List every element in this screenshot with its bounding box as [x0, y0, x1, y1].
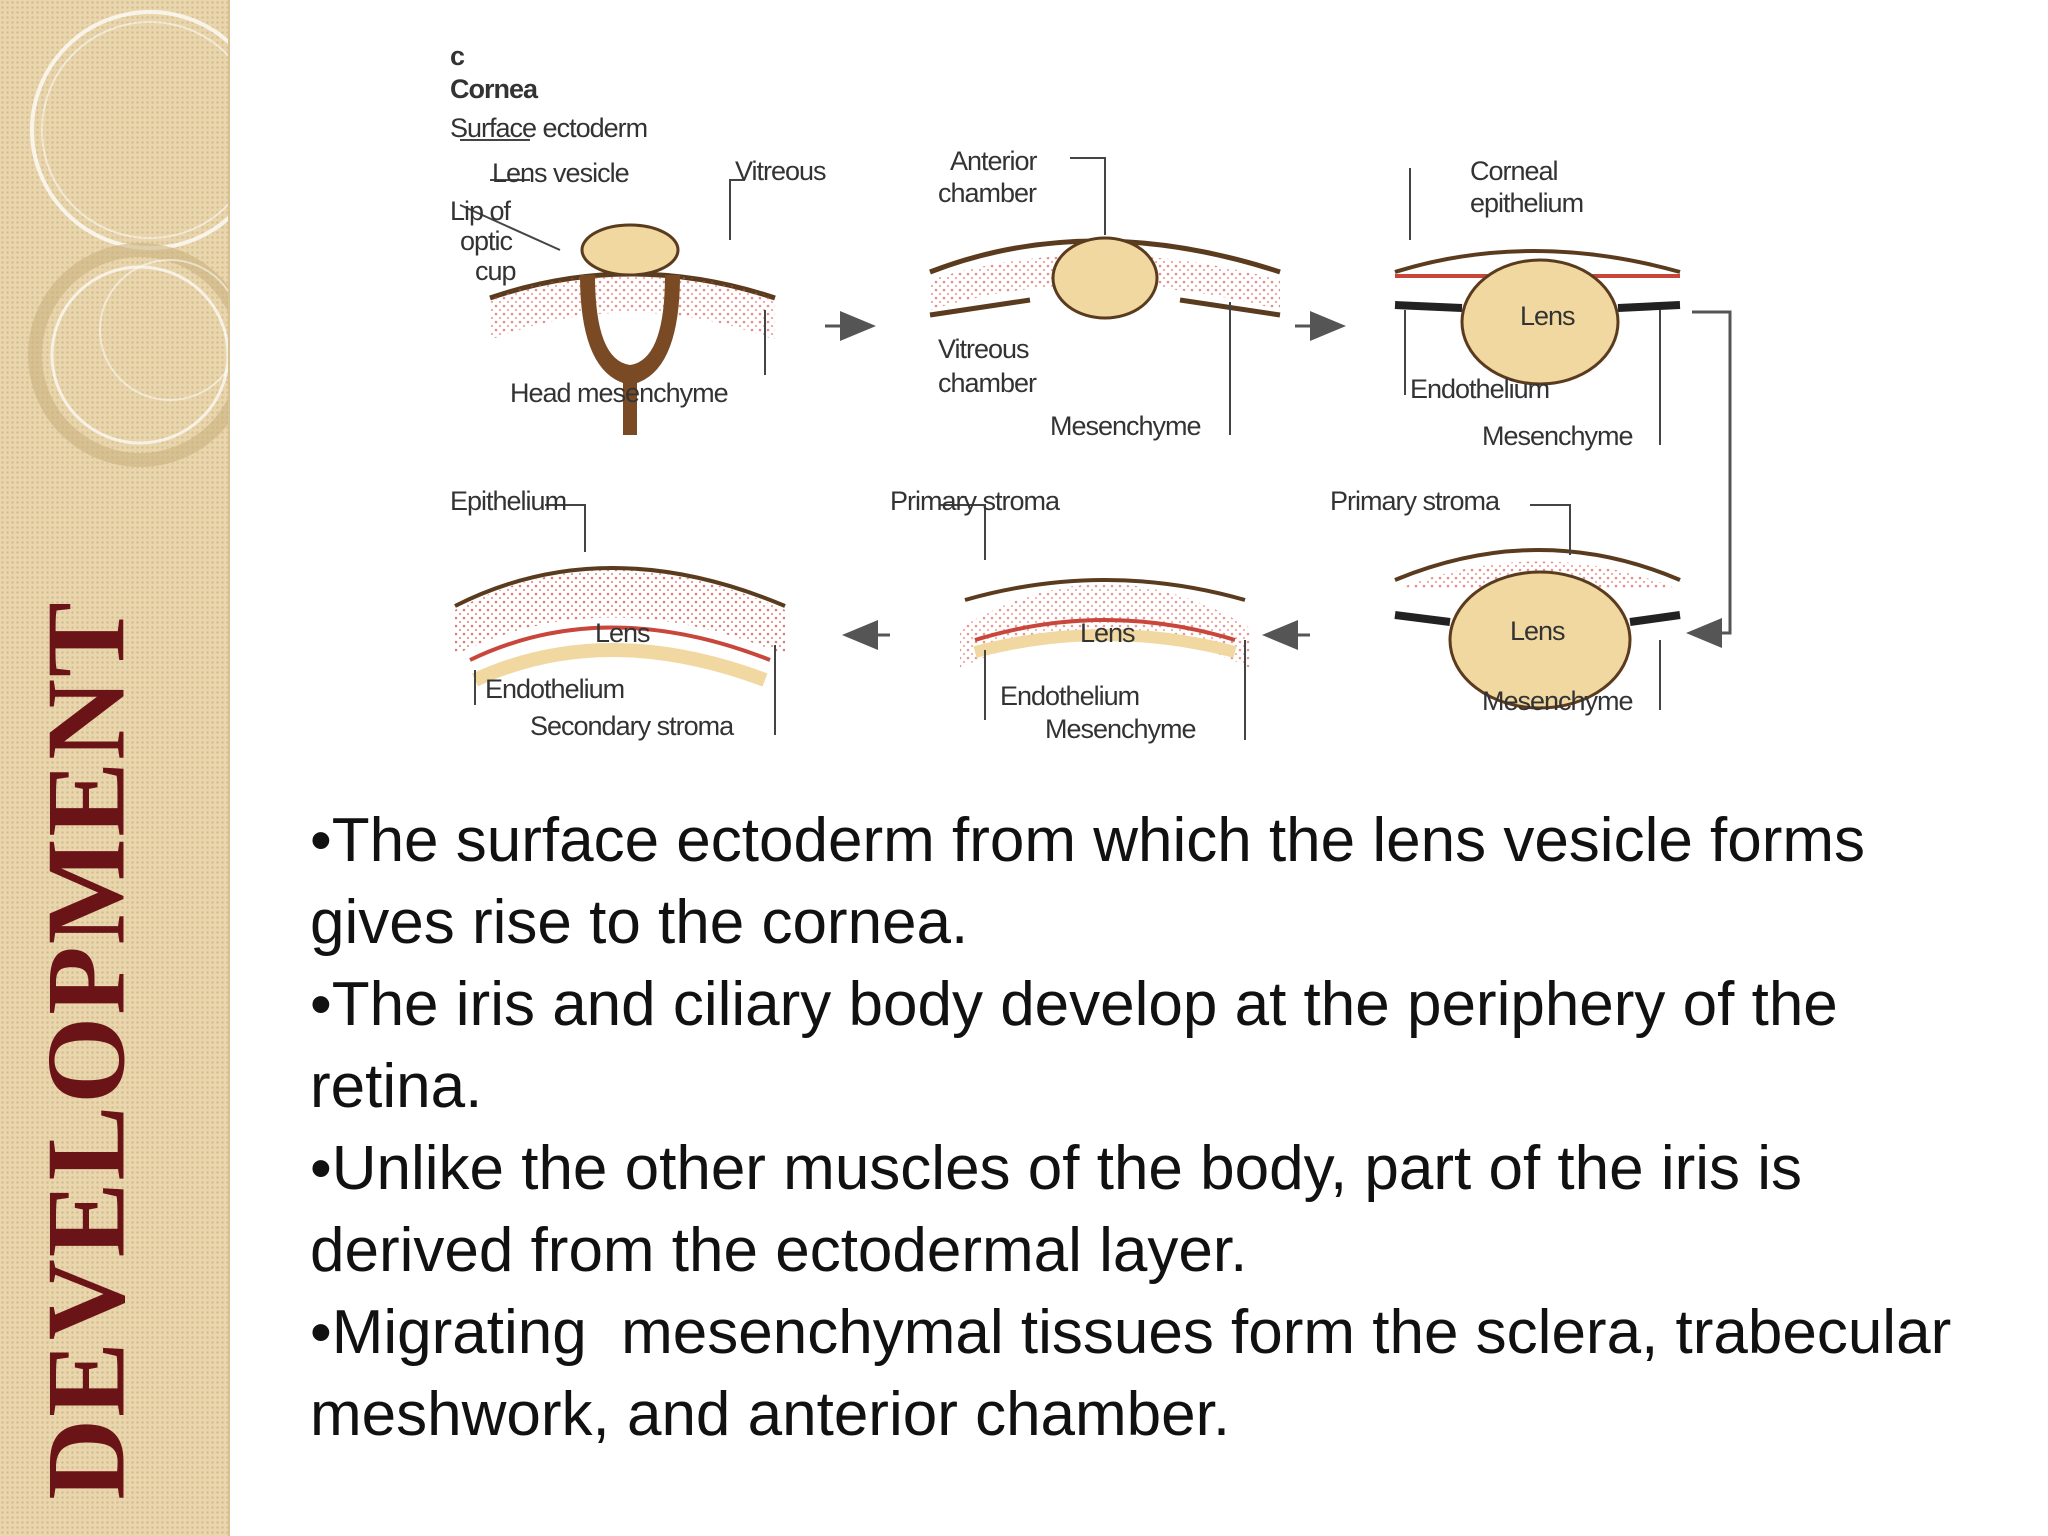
label: Mesenchyme: [1482, 421, 1633, 451]
bullet-list: •The surface ectoderm from which the len…: [310, 800, 2010, 1456]
label: Head mesenchyme: [510, 378, 728, 408]
label: Mesenchyme: [1045, 714, 1196, 744]
label: Mesenchyme: [1050, 411, 1201, 441]
diagram-heading: Cornea: [450, 74, 539, 104]
label: Anterior: [950, 146, 1038, 176]
stage-primary-stroma-endothelium: Primary stroma Lens Endothelium Mesenchy…: [890, 486, 1250, 744]
label: Lens: [1520, 301, 1575, 331]
label: Corneal: [1470, 156, 1558, 186]
bullet-item: •Unlike the other muscles of the body, p…: [310, 1134, 1820, 1285]
decorative-rings: [28, 10, 228, 467]
label: cup: [475, 256, 516, 286]
label: chamber: [938, 178, 1037, 208]
label: optic: [460, 226, 513, 256]
label: Lens: [595, 618, 650, 648]
stage-primary-stroma-lens: Primary stroma Lens Mesenchyme: [1330, 486, 1681, 716]
label: chamber: [938, 368, 1037, 398]
stage-secondary-stroma: Epithelium Lens Endothelium Secondary st…: [450, 486, 786, 741]
sidebar: DEVELOPMENT: [0, 0, 230, 1536]
slide-title: DEVELOPMENT: [24, 600, 149, 1500]
panel-letter: c: [450, 41, 465, 71]
stage-corneal-epithelium: Corneal epithelium Lens Endothelium Mese…: [1394, 156, 1681, 451]
label: Vitreous: [735, 156, 826, 186]
bullet-item: •Migrating mesenchymal tissues form the …: [310, 1298, 1969, 1449]
stage-chambers: Anterior chamber Vitreous chamber Mesenc…: [929, 146, 1281, 441]
label: Primary stroma: [890, 486, 1061, 516]
bullet-item: •The surface ectoderm from which the len…: [310, 806, 1883, 957]
label: Vitreous: [938, 334, 1029, 364]
bullet-item: •The iris and ciliary body develop at th…: [310, 970, 1856, 1121]
label: epithelium: [1470, 188, 1583, 218]
label: Endothelium: [485, 674, 624, 704]
label: Epithelium: [450, 486, 566, 516]
stage-lens-vesicle: c Cornea Surface ectoderm Lens vesicle V…: [450, 41, 827, 435]
label: Mesenchyme: [1482, 686, 1633, 716]
label: Endothelium: [1410, 374, 1549, 404]
label: Surface ectoderm: [450, 113, 647, 143]
label: Endothelium: [1000, 681, 1139, 711]
label: Lip of: [450, 196, 512, 226]
cornea-development-diagram: c Cornea Surface ectoderm Lens vesicle V…: [450, 41, 1732, 744]
label: Secondary stroma: [530, 711, 735, 741]
label: Primary stroma: [1330, 486, 1501, 516]
label: Lens: [1510, 616, 1565, 646]
label: Lens vesicle: [492, 158, 629, 188]
label: Lens: [1080, 618, 1135, 648]
